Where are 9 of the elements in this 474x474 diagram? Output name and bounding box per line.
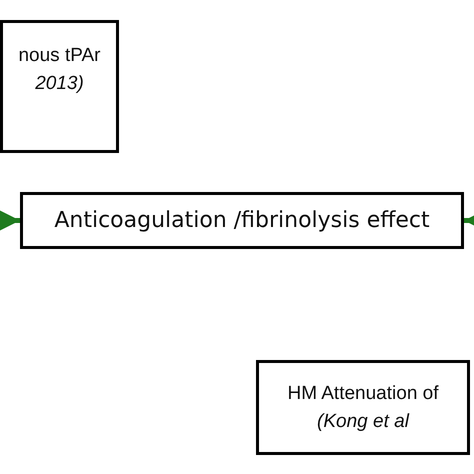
box-text: Anticoagulation /fibrinolysis effect — [54, 206, 430, 235]
arrow — [0, 210, 20, 230]
process-box — [20, 192, 464, 249]
process-box — [256, 360, 470, 455]
box-text: (Kong et al — [317, 410, 409, 434]
box-text: nous tPAr — [18, 44, 101, 68]
box-text: 2013) — [35, 72, 84, 96]
box-text: HM Attenuation of — [287, 382, 439, 406]
process-box — [0, 20, 119, 153]
